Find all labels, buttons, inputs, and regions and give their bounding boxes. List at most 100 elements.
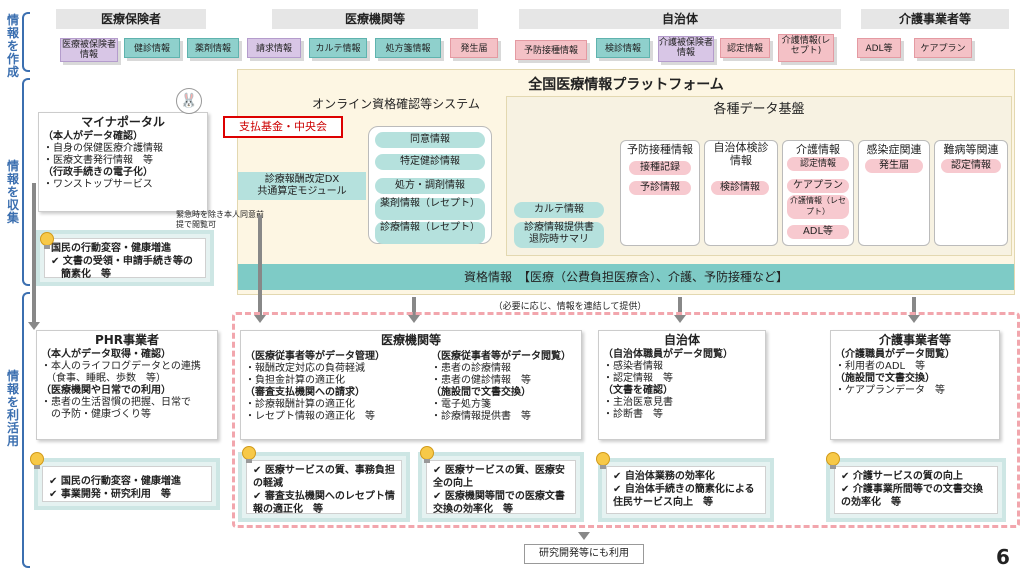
phr-outcome-0: ✔ 国民の行動変容・健康増進 [49, 476, 181, 487]
arrow-down-icon [578, 532, 590, 540]
platform-note: （必要に応じ、情報を連結して提供） [493, 302, 647, 312]
dx-module-line-1: 診療報酬改定DX [264, 174, 340, 185]
doc-muni-0: 予防接種情報 [515, 40, 587, 60]
shinryo-line-1: 診療情報提供書 [524, 222, 594, 233]
phr-outcome: ✔ 国民の行動変容・健康増進 ✔ 事業開発・研究利用 等 [34, 458, 220, 510]
care-outcome: ✔ 介護サービスの質の向上 ✔ 介護事業所間等での文書交換の効率化 等 [826, 458, 1006, 522]
online-item-3: 薬剤情報（レセプト） [375, 198, 485, 220]
phr-line-4: ・患者の生活習慣の把握、日常で [41, 397, 191, 408]
yobo-item-0: 接種記録 [629, 161, 691, 175]
med-out2-0: ✔ 医療サービスの質、医療安全の向上 [433, 465, 565, 489]
med-right-3: （施設間で文書交換） [431, 387, 531, 398]
muni-out-1: ✔ 自治体手続きの簡素化による住民サービス向上 等 [613, 484, 755, 508]
medical-outcome-1: ✔ 医療サービスの質、事務負担の軽減 ✔ 審査支払機関へのレセプト情報の適正化 … [238, 452, 410, 522]
med-out2-1: ✔ 医療機関等間での医療文書交換の効率化 等 [433, 491, 565, 515]
kaigo-title: 介護情報 [796, 143, 840, 156]
phr-line-1: ・本人のライフログデータとの連携 [41, 361, 201, 372]
medical-outcome-2: ✔ 医療サービスの質、医療安全の向上 ✔ 医療機関等間での医療文書交換の効率化 … [418, 452, 584, 522]
muni-line-1: ・感染者情報 [603, 361, 663, 372]
phr-title: PHR事業者 [94, 333, 160, 347]
yobo-panel: 予防接種情報 接種記録 予診情報 [620, 140, 700, 246]
lightbulb-icon [596, 452, 610, 469]
doc-insurer-1: 健診情報 [124, 38, 180, 58]
doc-muni-4: 介護情報(レセプト) [778, 34, 834, 62]
doc-muni-3: 認定情報 [720, 38, 770, 58]
arrow-down-icon [408, 315, 420, 323]
doc-care-1: ケアプラン [914, 38, 972, 58]
kaigo-item-2: 介護情報（レセプト） [787, 195, 849, 219]
med-left-2: ・負担金計算の適正化 [245, 375, 345, 386]
kaigo-item-3: ADL等 [787, 225, 849, 239]
header-municipality: 自治体 [519, 9, 841, 29]
phr-line-0: （本人がデータ取得・確認） [41, 349, 171, 360]
page-number: 6 [996, 545, 1010, 569]
doc-insurer-0: 医療被保険者情報 [60, 38, 118, 62]
med-left-1: ・報酬改定対応の負荷軽減 [245, 363, 365, 374]
myna-outcome-0: 国民の行動変容・健康増進 [51, 243, 171, 254]
med-left-5: ・レセプト情報の適正化 等 [245, 411, 375, 422]
med-right-5: ・診療情報提供書 等 [431, 411, 531, 422]
kaigo-panel: 介護情報 認定情報 ケアプラン 介護情報（レセプト） ADL等 [782, 140, 854, 246]
care-out-1: ✔ 介護事業所間等での文書交換の効率化 等 [841, 484, 983, 508]
care-line-2: （施設間で文書交換） [835, 373, 935, 384]
arrow-down-icon [28, 322, 40, 330]
muni-out-0: ✔ 自治体業務の効率化 [613, 471, 715, 482]
med-out1-0: ✔ 医療サービスの質、事務負担の軽減 [253, 465, 395, 489]
header-insurer: 医療保険者 [56, 9, 206, 29]
shinryo-info: 診療情報提供書 退院時サマリ [514, 222, 604, 248]
med-right-1: ・患者の診療情報 [431, 363, 511, 374]
doc-medical-0: 請求情報 [247, 38, 301, 58]
municipal-use-panel[interactable]: 自治体 （自治体職員がデータ閲覧） ・感染者情報 ・認定情報 等 （文書を確認）… [598, 330, 766, 440]
header-medical: 医療機関等 [272, 9, 478, 29]
lightbulb-icon [40, 232, 54, 249]
muni-line-4: ・主治医意見書 [603, 397, 673, 408]
mynaportal-title: マイナポータル [81, 115, 165, 129]
phr-outcome-1: ✔ 事業開発・研究利用 等 [49, 489, 171, 500]
care-line-3: ・ケアプランデータ 等 [835, 385, 945, 396]
research-box: 研究開発等にも利用 [524, 544, 644, 564]
brace-create [22, 12, 30, 72]
doc-insurer-2: 薬剤情報 [187, 38, 239, 58]
shinryo-line-2: 退院時サマリ [529, 234, 589, 245]
online-item-4: 診療情報（レセプト） [375, 222, 485, 244]
lightbulb-icon [30, 452, 44, 469]
kansen-title: 感染症関連 [866, 143, 922, 156]
side-label-use: 情報を利活用 [6, 369, 19, 448]
arrow-down-icon [254, 315, 266, 323]
myna-line-2: ・医療文書発行情報 等 [43, 155, 153, 166]
arrow-line [32, 183, 36, 323]
shiharai-box: 支払基金・中央会 [223, 116, 343, 138]
phr-panel[interactable]: PHR事業者 （本人がデータ取得・確認） ・本人のライフログデータとの連携 （食… [36, 330, 218, 440]
municipal-outcome: ✔ 自治体業務の効率化 ✔ 自治体手続きの簡素化による住民サービス向上 等 [598, 458, 774, 522]
myna-line-0: （本人がデータ確認） [43, 131, 143, 142]
med-left-0: （医療従事者等がデータ管理） [245, 351, 385, 362]
arrow-line [258, 215, 262, 315]
med-left-4: ・診療報酬計算の適正化 [245, 399, 355, 410]
med-out1-1: ✔ 審査支払機関へのレセプト情報の適正化 等 [253, 491, 395, 515]
kenshin-item-0: 検診情報 [711, 181, 769, 195]
arrow-line [412, 297, 416, 315]
mynaportal-panel[interactable]: マイナポータル （本人がデータ確認） ・自身の保健医療介護情報 ・医療文書発行情… [38, 112, 208, 212]
karte-info: カルテ情報 [514, 202, 604, 218]
online-item-2: 処方・調剤情報 [375, 178, 485, 194]
muni-line-3: （文書を確認） [603, 385, 673, 396]
online-system-title: オンライン資格確認等システム [312, 97, 480, 111]
kenshin-panel: 自治体検診情報 検診情報 [704, 140, 778, 246]
yobo-title: 予防接種情報 [627, 143, 693, 156]
emergency-note: 緊急時を除き本人同意前提で閲覧可 [176, 210, 264, 229]
muni-line-2: ・認定情報 等 [603, 373, 673, 384]
doc-care-0: ADL等 [857, 38, 901, 58]
med-right-2: ・患者の健診情報 等 [431, 375, 531, 386]
doc-muni-1: 検診情報 [596, 38, 650, 58]
care-use-panel[interactable]: 介護事業者等 （介護職員がデータ閲覧） ・利用者のADL 等 （施設間で文書交換… [830, 330, 1000, 440]
mynaportal-list: （本人がデータ確認） ・自身の保健医療介護情報 ・医療文書発行情報 等 （行政手… [39, 131, 207, 191]
care-use-title: 介護事業者等 [878, 333, 951, 347]
medical-use-panel[interactable]: 医療機関等 （医療従事者等がデータ管理） ・報酬改定対応の負荷軽減 ・負担金計算… [240, 330, 582, 440]
arrow-down-icon [674, 315, 686, 323]
kenshin-title: 自治体検診情報 [713, 141, 769, 167]
municipal-use-title: 自治体 [663, 333, 700, 347]
phr-line-5: の予防・健康づくり等 [41, 409, 151, 420]
kansen-item-0: 発生届 [865, 159, 923, 173]
kaigo-item-1: ケアプラン [787, 179, 849, 193]
nanbyo-title: 難病等関連 [943, 143, 999, 156]
